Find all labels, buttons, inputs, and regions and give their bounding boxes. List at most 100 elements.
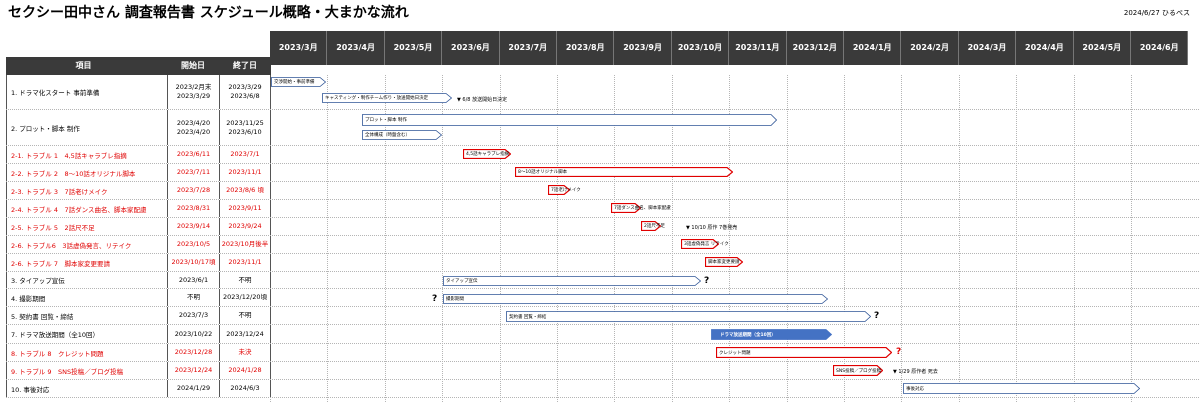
row-item-label: 1. ドラマ化スタート 事前準備 [6, 75, 167, 109]
bar-arrow-shape [443, 276, 701, 286]
month-gridline [327, 75, 329, 402]
month-gridline [844, 75, 845, 402]
row-end-date: 2023/12/20頃 [219, 289, 271, 306]
month-gridline [442, 75, 444, 402]
month-header: 2023/3月 [270, 31, 328, 65]
bar-arrow-shape [362, 114, 777, 126]
gantt-bar: SNS投稿／ブログ投稿 [833, 365, 883, 376]
row-end-date: 2023/11/1 [219, 164, 271, 181]
month-header: 2023/4月 [327, 31, 385, 65]
question-mark: ? [432, 294, 438, 304]
month-header: 2024/4月 [1016, 31, 1074, 65]
bar-label: 7話ダンス曲名、脚本家配慮 [614, 206, 671, 211]
gantt-bar: 8～10話オリジナル脚本 [515, 167, 733, 177]
gantt-bar: プロット・脚本 制作 [362, 114, 777, 126]
milestone-note: ▼ 10/10 原作 7巻発売 [686, 225, 738, 231]
gantt-bar: 撮影期間 [443, 294, 828, 304]
bar-arrow-shape [833, 365, 883, 376]
bar-label: 8～10話オリジナル脚本 [518, 170, 568, 175]
gantt-bar: ドラマ放送期間（全10回） [711, 329, 832, 340]
row-start-date: 2023/6/1 [167, 272, 219, 288]
month-gridline [671, 75, 673, 402]
bar-label: 脚本家変更要請 [708, 260, 740, 265]
row-end-date: 未決 [219, 344, 271, 361]
month-gridline [1131, 75, 1132, 402]
row-start-date: 2023/7/28 [167, 182, 219, 199]
row-start-date: 2024/1/29 [167, 380, 219, 397]
row-item-label: 8. トラブル 8 クレジット問題 [6, 344, 167, 361]
question-mark: ? [874, 311, 880, 321]
row-item-label: 2-1. トラブル 1 4,5話キャラブレ指摘 [6, 146, 167, 163]
gantt-bar: 事後対応 [903, 383, 1140, 394]
row-item-label: 2. プロット・脚本 制作 [6, 110, 167, 145]
month-gridline [499, 75, 501, 402]
page-title: セクシー田中さん 調査報告書 スケジュール概略・大まかな流れ [8, 5, 409, 21]
row-end-date: 2023/3/29 2023/6/8 [219, 75, 271, 109]
row-start-date: 2023/2月末 2023/3/29 [167, 75, 219, 109]
month-gridline [384, 75, 386, 402]
row-end-date: 2023/12/24 [219, 325, 271, 343]
gantt-bar: クレジット問題 [716, 347, 892, 358]
bar-arrow-shape [641, 221, 661, 231]
month-header: 2024/5月 [1073, 31, 1131, 65]
month-gridline [958, 75, 960, 402]
month-header: 2024/1月 [844, 31, 902, 65]
bar-arrow-shape [548, 185, 570, 195]
month-gridline [557, 75, 558, 402]
row-end-date: 2023/11/25 2023/6/10 [219, 110, 271, 145]
month-gridline [1073, 75, 1075, 402]
gantt-bar: 2話尺不足 [641, 221, 665, 231]
bar-arrow-shape [515, 167, 733, 177]
bar-label: 契約書 回覧・締結 [509, 314, 547, 320]
row-item-label: 2-4. トラブル 4 7話ダンス曲名、脚本家配慮 [6, 200, 167, 217]
row-item-label: 5. 契約書 回覧・締結 [6, 307, 167, 324]
milestone-note: ▼ 1/29 原作者 死去 [893, 369, 938, 375]
month-header: 2023/7月 [499, 31, 557, 65]
bar-label: 交渉開始・事前準備 [274, 80, 315, 85]
row-start-date: 2023/12/28 [167, 344, 219, 361]
row-item-label: 2-6. トラブル6 3話虚偽発言、リテイク [6, 236, 167, 253]
bar-arrow-shape [711, 329, 832, 340]
month-header: 2023/10月 [671, 31, 730, 65]
row-start-date: 2023/7/3 [167, 307, 219, 324]
gantt-bar: 4,5話キャラブレ指摘 [463, 149, 511, 159]
row-item-label: 2-2. トラブル 2 8～10話オリジナル脚本 [6, 164, 167, 181]
bar-arrow-shape [322, 93, 452, 103]
row-item-label: 10. 事後対応 [6, 380, 167, 397]
question-mark: ? [896, 347, 902, 357]
column-header-start: 開始日 [167, 57, 219, 75]
row-end-date: 2023/8/6 頃 [219, 182, 271, 199]
bar-label: 7話老けメイク [551, 188, 581, 193]
bar-label: SNS投稿／ブログ投稿 [836, 368, 882, 374]
bar-label: 2話尺不足 [644, 224, 665, 229]
bar-arrow-shape [705, 257, 743, 267]
row-end-date: 2023/10月後半 [219, 236, 271, 253]
gantt-bar: キャスティング・制作チーム作り・放送開始日決定 [322, 93, 452, 103]
bar-arrow-shape [443, 294, 828, 304]
row-start-date: 不明 [167, 289, 219, 306]
bar-arrow-shape [463, 149, 511, 159]
question-mark: ? [704, 276, 710, 286]
row-start-date: 2023/10/5 [167, 236, 219, 253]
month-gridline [786, 75, 788, 402]
row-start-date: 2023/8/31 [167, 200, 219, 217]
row-start-date: 2023/6/11 [167, 146, 219, 163]
gantt-bar: 契約書 回覧・締結 [506, 311, 871, 322]
row-start-date: 2023/10/17頃 [167, 254, 219, 271]
month-header: 2023/6月 [442, 31, 500, 65]
bar-label: 全体構成（時盤含む） [365, 133, 410, 138]
bar-label: 4,5話キャラブレ指摘 [466, 152, 510, 157]
gantt-bar: 7話老けメイク [548, 185, 581, 195]
row-item-label: 9. トラブル 9 SNS投稿／ブログ投稿 [6, 362, 167, 379]
